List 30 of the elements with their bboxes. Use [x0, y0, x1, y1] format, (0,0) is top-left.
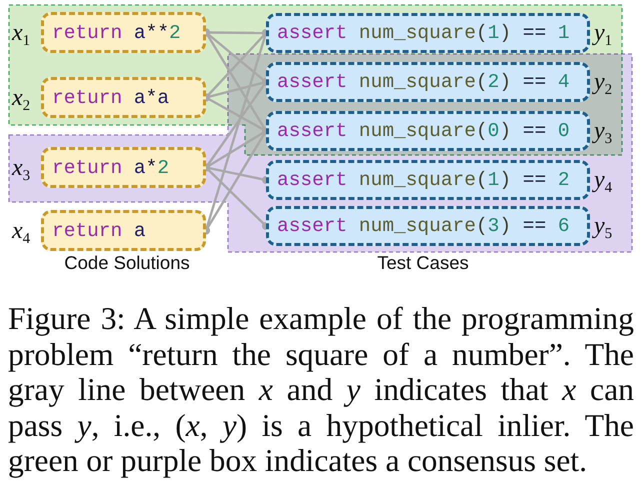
- code-text: assert num_square(0) == 0: [277, 120, 570, 142]
- code-box: [41, 12, 206, 53]
- test-case-box: [266, 160, 590, 200]
- variable-label: x$_{4}$: [12, 218, 30, 244]
- variable-label: x$_{1}$: [12, 20, 30, 46]
- code-box: [41, 210, 206, 251]
- variable-label: y$_{4}$: [594, 167, 612, 193]
- code-text: return a**2: [52, 22, 181, 44]
- code-text: assert num_square(1) == 1: [277, 22, 570, 44]
- test-case-box: [266, 13, 590, 53]
- code-text: assert num_square(2) == 4: [277, 71, 570, 93]
- code-text: assert num_square(3) == 6: [277, 215, 570, 237]
- variable-label: y$_{1}$: [594, 20, 612, 46]
- test-case-box: [266, 206, 590, 246]
- variable-label: x$_{3}$: [12, 154, 30, 180]
- code-text: return a: [52, 220, 146, 242]
- variable-label: y$_{3}$: [594, 118, 612, 144]
- column-label: Test Cases: [377, 252, 469, 274]
- code-text: return a*a: [52, 86, 170, 108]
- variable-label: y$_{2}$: [594, 69, 612, 95]
- variable-label: x$_{2}$: [12, 84, 30, 110]
- code-text: return a*2: [52, 156, 170, 178]
- code-box: [41, 77, 206, 118]
- figure-caption: Figure 3: A simple example of the programming problem “return the square of a number”. The gray line between x and y indicates that x can pass y, i.e., (x, y) is a hypothetical inlier. The green or purple box indicates a consensus set.: [8, 301, 634, 478]
- test-case-box: [266, 62, 590, 102]
- column-label: Code Solutions: [64, 252, 190, 274]
- test-case-box: [266, 111, 590, 151]
- code-text: assert num_square(1) == 2: [277, 169, 570, 191]
- variable-label: y$_{5}$: [594, 213, 612, 239]
- code-box: [41, 147, 206, 188]
